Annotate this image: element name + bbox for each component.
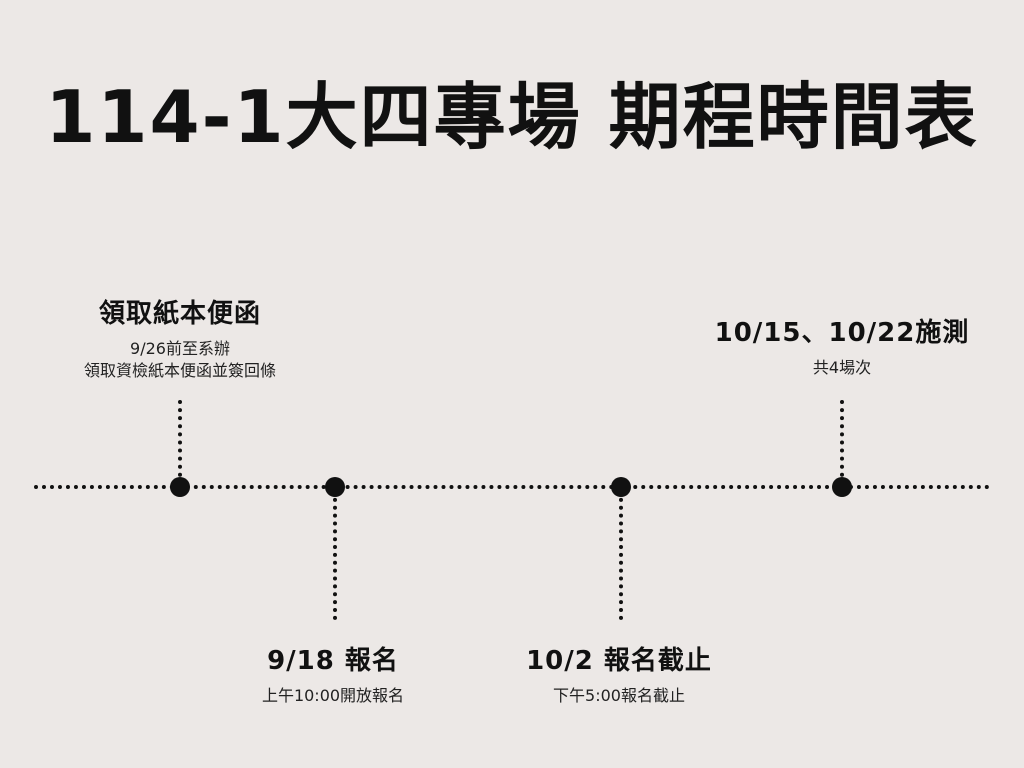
event-detail: 上午10:00開放報名 [261, 686, 405, 705]
connector-1 [178, 400, 182, 485]
event-registration: 9/18 報名 上午10:00開放報名 [163, 643, 503, 707]
timeline-axis [34, 485, 990, 489]
event-testing: 10/15、10/22施測 共4場次 [672, 315, 1012, 379]
event-detail: 領取資檢紙本便函並簽回條 [83, 361, 276, 380]
connector-2 [333, 490, 337, 620]
timeline-marker-4 [832, 477, 852, 497]
event-heading: 9/18 報名 [267, 646, 399, 676]
event-heading: 10/2 報名截止 [526, 646, 712, 676]
connector-3 [619, 490, 623, 620]
page-title: 114-1大四專場 期程時間表 [45, 75, 979, 159]
event-heading: 領取紙本便函 [98, 299, 261, 329]
event-detail: 共4場次 [812, 358, 872, 377]
event-paper-notice: 領取紙本便函 9/26前至系辦 領取資檢紙本便函並簽回條 [10, 296, 350, 382]
connector-4 [840, 400, 844, 485]
timeline-marker-3 [611, 477, 631, 497]
event-detail: 9/26前至系辦 [130, 339, 230, 358]
event-registration-deadline: 10/2 報名截止 下午5:00報名截止 [449, 643, 789, 707]
event-detail: 下午5:00報名截止 [553, 686, 685, 705]
timeline-marker-1 [170, 477, 190, 497]
event-heading: 10/15、10/22施測 [714, 318, 970, 348]
timeline-marker-2 [325, 477, 345, 497]
